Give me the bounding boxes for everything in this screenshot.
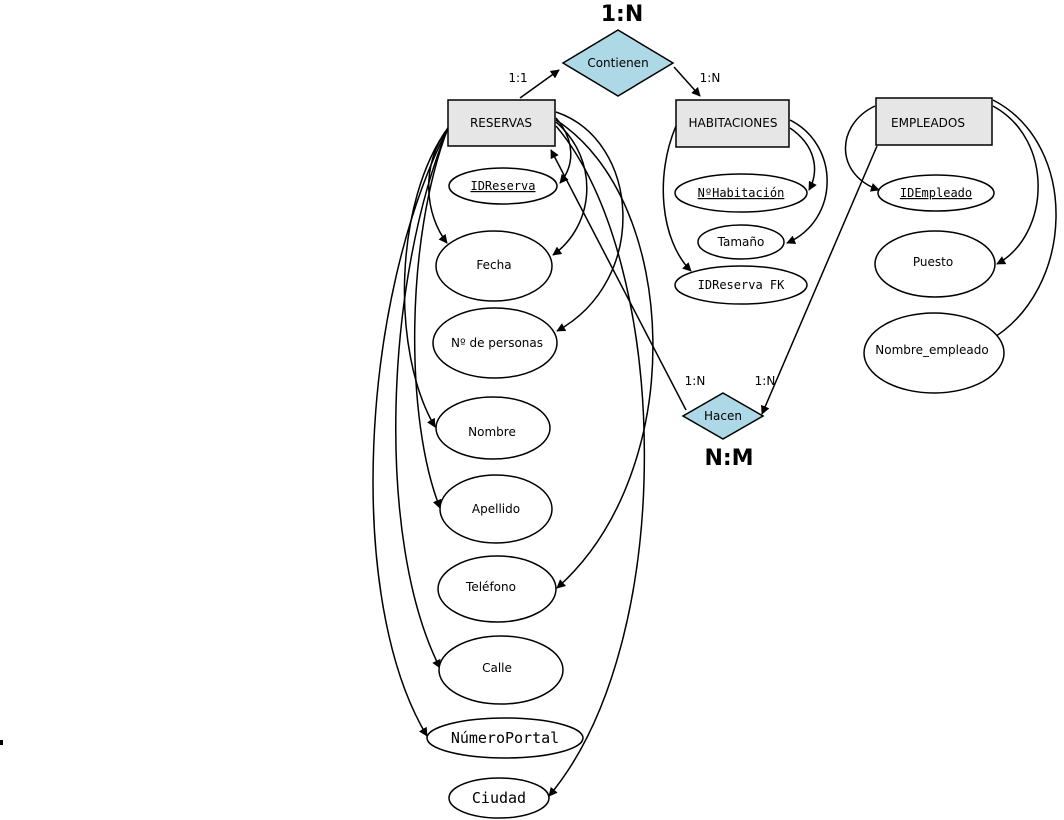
edge-habitaciones-nhabitacion: [789, 127, 817, 191]
attribute-nhabitacion: NºHabitación: [674, 173, 808, 213]
attribute-puesto: Puesto: [874, 230, 996, 298]
edge-reservas-npersonas: [555, 111, 624, 332]
attribute-nhabitacion-label: NºHabitación: [698, 186, 785, 200]
attribute-numeroportal: NúmeroPortal: [426, 717, 584, 759]
attribute-numeroportal-label: NúmeroPortal: [451, 729, 559, 747]
cardinality-hacen-type: N:M: [704, 446, 753, 471]
edge-empleados-puesto: [992, 105, 1039, 265]
attribute-idempleado-label: IDEmpleado: [900, 186, 972, 200]
edge-hacen-reservas: [550, 149, 687, 411]
edge-reservas-numeroportal: [372, 127, 449, 737]
edge-reservas-calle: [395, 127, 449, 669]
cardinality-contienen-type: 1:N: [601, 2, 644, 27]
edge-reservas-apellido: [413, 127, 449, 509]
relationship-hacen: Hacen: [681, 392, 765, 440]
edge-reservas-fecha-left: [428, 127, 449, 244]
edge-reservas-telefono: [555, 119, 654, 589]
edge-reservas-ciudad: [548, 125, 646, 797]
attribute-idempleado: IDEmpleado: [877, 174, 995, 212]
attribute-tamano-label: Tamaño: [717, 235, 765, 249]
entity-reservas-label: RESERVAS: [470, 116, 532, 130]
entity-reservas: RESERVAS: [447, 99, 556, 147]
relationship-hacen-label: Hacen: [704, 409, 742, 423]
attribute-apellido-label: Apellido: [472, 502, 520, 516]
entity-empleados: EMPLEADOS: [875, 97, 993, 146]
cardinality-hacen-empleados: 1:N: [755, 374, 776, 388]
attribute-telefono-label: Teléfono: [465, 580, 516, 594]
edge-reservas-contienen: [519, 69, 560, 99]
attribute-idreserva-fk-label: IDReserva FK: [698, 278, 785, 292]
attribute-apellido: Apellido: [439, 474, 553, 544]
attribute-tamano: Tamaño: [697, 224, 785, 260]
cardinality-contienen-habitaciones: 1:N: [700, 71, 721, 85]
attribute-npersonas: Nº de personas: [432, 307, 558, 379]
relationship-contienen: Contienen: [561, 29, 675, 97]
edge-empleados-idempleado: [844, 105, 880, 192]
entity-habitaciones-label: HABITACIONES: [689, 116, 778, 130]
edge-contienen-habitaciones: [673, 66, 701, 97]
edge-habitaciones-tamano: [786, 119, 828, 244]
entity-empleados-label: EMPLEADOS: [891, 116, 965, 130]
edge-empleados-nombre-empleado: [989, 99, 1057, 341]
attribute-idreserva-fk: IDReserva FK: [674, 265, 808, 305]
edge-reservas-nombre: [403, 127, 449, 428]
cardinality-hacen-reservas: 1:N: [685, 374, 706, 388]
relationship-contienen-label: Contienen: [587, 56, 648, 70]
stray-mark: [0, 740, 3, 745]
edge-habitaciones-idreserva-fk: [662, 125, 692, 272]
attribute-calle-label: Calle: [482, 661, 512, 675]
attribute-ciudad: Ciudad: [448, 777, 550, 819]
attribute-idreserva-label: IDReserva: [470, 179, 535, 193]
entity-habitaciones: HABITACIONES: [675, 99, 790, 148]
attribute-nombre-label: Nombre: [468, 425, 516, 439]
attribute-ciudad-label: Ciudad: [472, 789, 526, 807]
attribute-fecha: Fecha: [435, 230, 553, 302]
attribute-fecha-label: Fecha: [476, 258, 511, 272]
attribute-nombre: Nombre: [435, 396, 551, 460]
edge-empleados-hacen: [761, 145, 878, 415]
edge-reservas-fecha: [552, 121, 588, 256]
edge-reservas-idreserva: [555, 117, 572, 184]
cardinality-contienen-reservas: 1:1: [508, 71, 527, 85]
attribute-idreserva: IDReserva: [448, 167, 558, 205]
attribute-telefono: Teléfono: [437, 555, 557, 623]
attribute-nombre-empleado-label: Nombre_empleado: [875, 343, 988, 357]
attribute-puesto-label: Puesto: [913, 255, 953, 269]
attribute-calle: Calle: [438, 635, 564, 705]
edges: [372, 66, 1057, 797]
attribute-nombre-empleado: Nombre_empleado: [863, 312, 1005, 394]
attribute-npersonas-label: Nº de personas: [451, 336, 543, 350]
